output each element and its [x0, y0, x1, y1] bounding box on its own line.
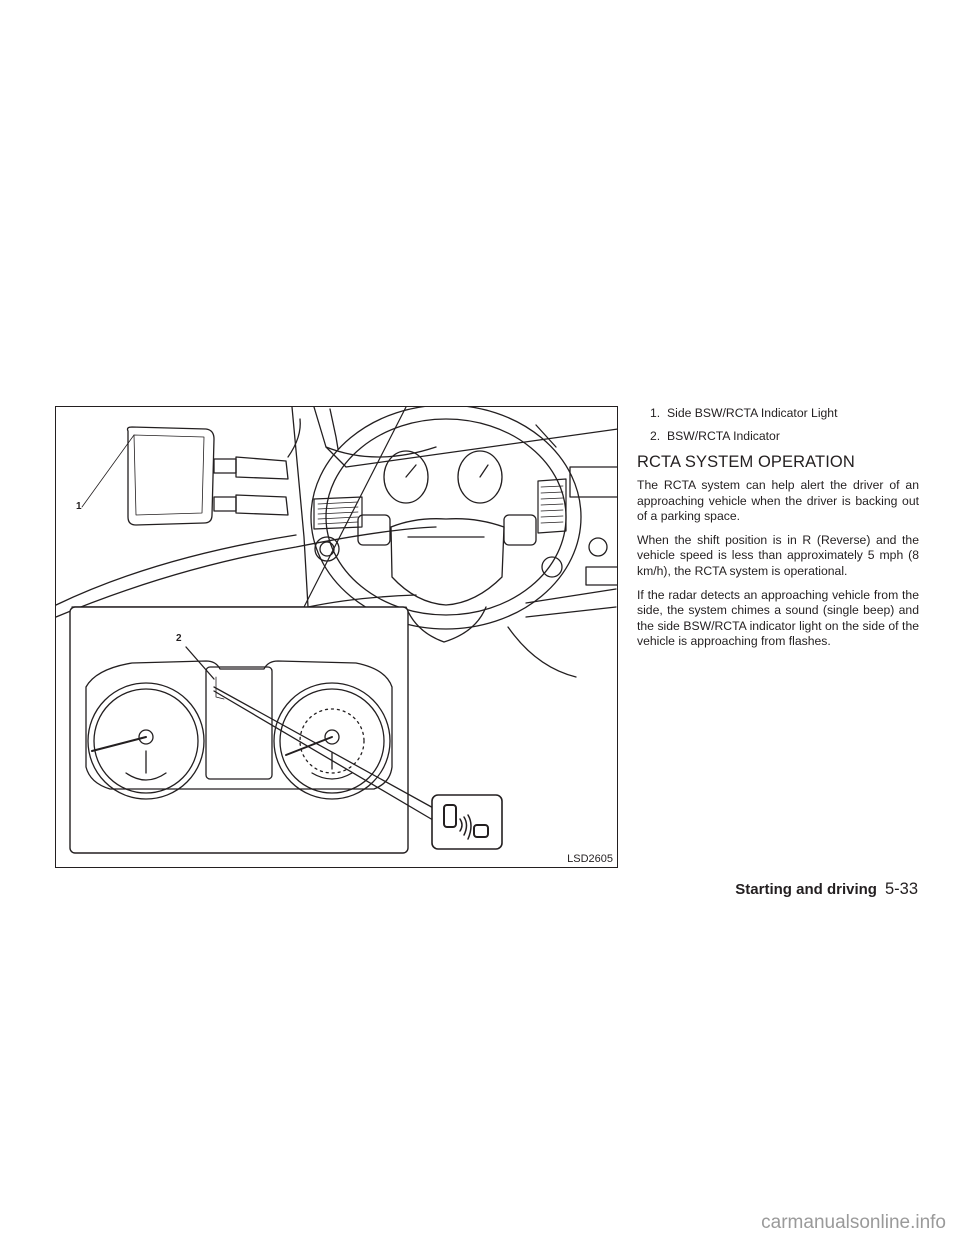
legend-text: Side BSW/RCTA Indicator Light: [667, 406, 838, 420]
bsw-rcta-indicator-symbol: [431, 794, 503, 850]
a-pillar-drawing: [291, 407, 309, 608]
legend-number: 2.: [650, 429, 661, 443]
page-number: 5-33: [884, 880, 918, 898]
callout-2: 2: [176, 633, 182, 644]
callout-1: 1: [76, 501, 82, 512]
figure-code: LSD2605: [567, 853, 613, 865]
illustration-figure: 1 2 LSD2605: [55, 406, 618, 868]
figure-legend: 1. Side BSW/RCTA Indicator Light 2. BSW/RC…: [637, 405, 919, 444]
dashboard-illustration: [56, 407, 617, 854]
legend-number: 1.: [650, 406, 661, 420]
paragraph: The RCTA system can help alert the drive…: [637, 478, 919, 524]
side-mirror-drawing: [126, 418, 301, 526]
page-footer: Starting and driving 5-33: [735, 880, 918, 899]
watermark: carmanualsonline.info: [761, 1212, 946, 1233]
section-heading: RCTA SYSTEM OPERATION: [637, 453, 855, 471]
footer-section-name: Starting and driving: [735, 881, 877, 898]
text-column: 1. Side BSW/RCTA Indicator Light 2. BSW/RC…: [637, 405, 919, 658]
paragraph: When the shift position is in R (Reverse…: [637, 532, 919, 578]
legend-item: 1. Side BSW/RCTA Indicator Light: [650, 405, 919, 421]
paragraph: If the radar detects an approaching vehi…: [637, 587, 919, 649]
legend-item: 2. BSW/RCTA Indicator: [650, 428, 919, 444]
legend-text: BSW/RCTA Indicator: [667, 429, 780, 443]
cluster-inset-panel: [69, 407, 447, 854]
